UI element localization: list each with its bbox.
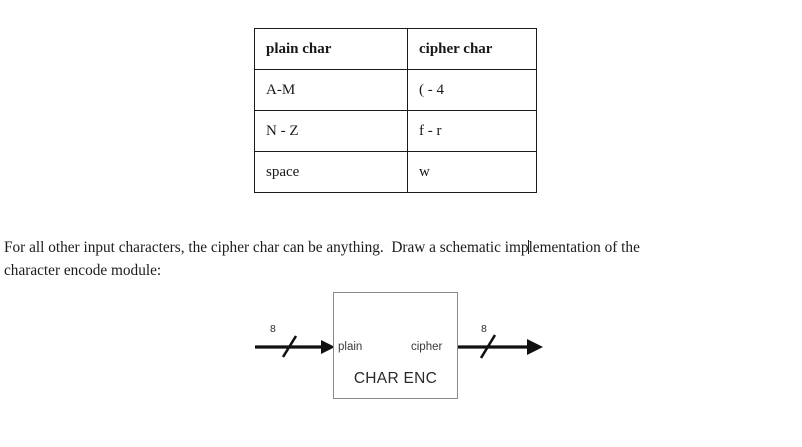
text-caret [528,240,530,255]
table-row: space w [254,151,537,193]
cell-plain-char: A-M [254,69,408,111]
output-arrowhead-icon [527,339,543,355]
block-name-label: CHAR ENC [353,370,438,387]
column-header-cipher-char: cipher char [407,28,537,70]
output-bus-width-label: 8 [481,323,487,335]
table-row: N - Z f - r [254,110,537,152]
column-header-plain-char: plain char [254,28,408,70]
table-header-row: plain char cipher char [254,28,537,70]
input-arrowhead-icon [321,340,335,354]
paragraph-text-before-caret: For all other input characters, the ciph… [4,239,529,257]
table-row: A-M ( - 4 [254,69,537,111]
cell-cipher-char: f - r [407,110,537,152]
cell-plain-char: space [254,151,408,193]
port-label-plain: plain [338,341,363,353]
paragraph-text-after-caret: lementation of the character encode modu… [4,239,640,280]
cell-cipher-char: ( - 4 [407,69,537,111]
input-bus-width-label: 8 [270,323,276,335]
input-bus-slash-icon [281,335,298,358]
char-enc-block [333,292,458,399]
port-label-cipher: cipher [411,341,443,353]
char-enc-schematic: plain cipher CHAR ENC 8 8 [0,272,802,412]
cell-plain-char: N - Z [254,110,408,152]
output-bus-slash-icon [479,334,497,359]
instruction-paragraph: For all other input characters, the ciph… [4,236,794,282]
schematic-wires [255,334,543,359]
cipher-mapping-table: plain char cipher char A-M ( - 4 N - Z f… [254,28,537,193]
cell-cipher-char: w [407,151,537,193]
